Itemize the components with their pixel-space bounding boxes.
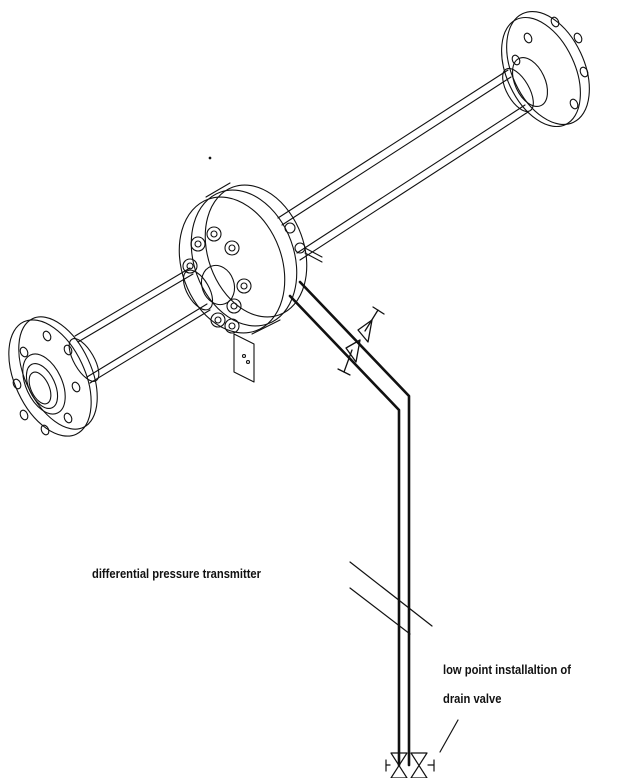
orifice-flange-assembly: [178, 182, 323, 383]
drain-valve-left: [385, 752, 408, 778]
left-end-flange: [8, 316, 98, 437]
right-end-flange: [501, 10, 590, 128]
flange-bolts: [182, 222, 323, 334]
drain-valve-label-line2: drain valve: [443, 691, 502, 706]
transmitter-label: differential pressure transmitter: [92, 566, 262, 581]
orifice-plate-tab: [233, 333, 255, 383]
root-valve-upper: [357, 306, 385, 343]
upstream-pipe: [68, 267, 214, 384]
impulse-lines: [288, 280, 411, 767]
drain-valve-right: [410, 752, 435, 778]
root-valve-lower: [337, 339, 361, 376]
downstream-pipe: [277, 67, 534, 261]
transmitter-leader: [349, 561, 433, 635]
drain-leader: [439, 719, 459, 753]
drain-valve-label-line1: low point installaltion of: [443, 662, 571, 677]
